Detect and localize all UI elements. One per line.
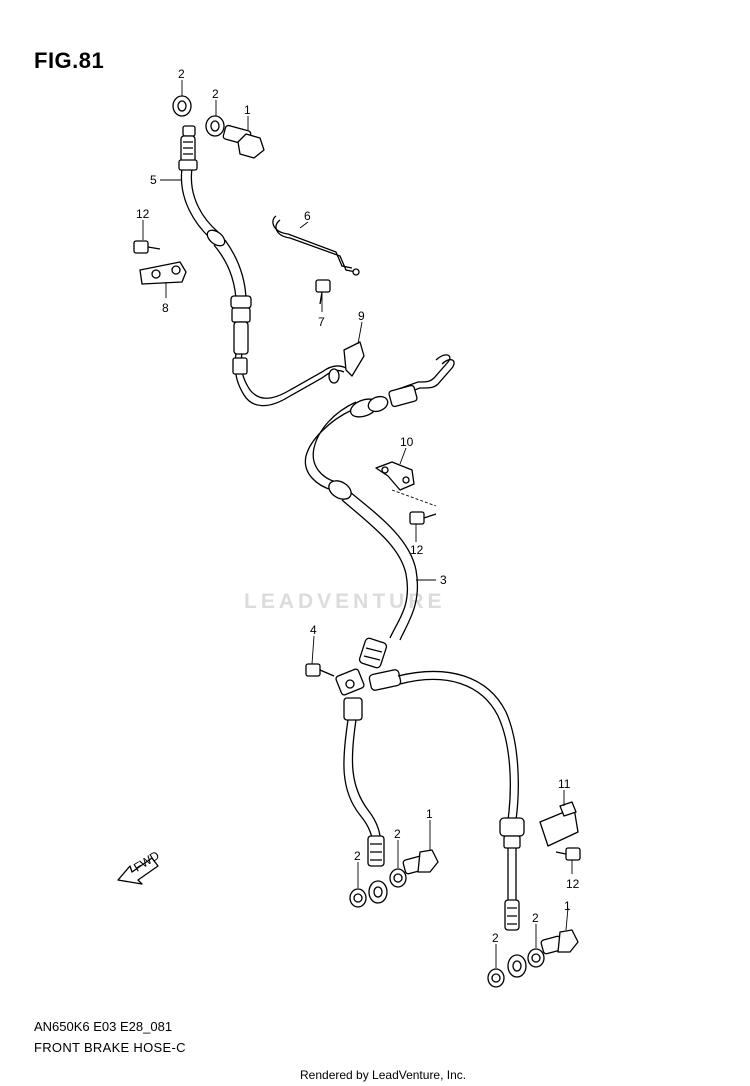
washer-right-2b[interactable] <box>527 948 545 968</box>
union-bolt-left[interactable] <box>402 849 439 875</box>
leader-lines <box>142 80 573 968</box>
callout-2: 2 <box>492 931 499 945</box>
upper-brake-hose[interactable] <box>178 125 347 407</box>
callout-1: 1 <box>564 899 571 913</box>
callout-6: 6 <box>304 209 311 223</box>
diagram-caption: FRONT BRAKE HOSE-C <box>34 1040 186 1055</box>
bolt-12-middle[interactable] <box>409 511 437 525</box>
callout-12: 12 <box>410 543 424 557</box>
callout-3: 3 <box>440 573 447 587</box>
callout-10: 10 <box>400 435 414 449</box>
brake-pipe-6[interactable] <box>272 215 360 276</box>
callout-2: 2 <box>212 87 219 101</box>
washer-top-right[interactable] <box>205 115 225 137</box>
model-code: AN650K6 E03 E28_081 <box>34 1019 173 1034</box>
callout-12: 12 <box>136 207 150 221</box>
union-bolt-right[interactable] <box>540 929 579 955</box>
render-credit: Rendered by LeadVenture, Inc. <box>300 1068 467 1082</box>
callout-9: 9 <box>358 309 365 323</box>
callout-labels: 2 2 1 5 12 8 6 7 9 10 12 3 4 11 12 1 2 2… <box>136 67 580 945</box>
bolt-4[interactable] <box>305 663 335 677</box>
callout-8: 8 <box>162 301 169 315</box>
watermark-text: LEADVENTURE <box>244 590 446 613</box>
hose-clamp-8[interactable] <box>139 261 187 285</box>
callout-7: 7 <box>318 315 325 329</box>
callout-2: 2 <box>532 911 539 925</box>
callout-2: 2 <box>354 849 361 863</box>
bolt-7[interactable] <box>315 279 331 305</box>
bolt-12-lower[interactable] <box>555 847 581 861</box>
clamp-10[interactable] <box>375 461 415 491</box>
middle-brake-hose[interactable] <box>304 354 455 669</box>
callout-2: 2 <box>178 67 185 81</box>
washer-right-2a[interactable] <box>487 968 505 988</box>
callout-5: 5 <box>150 173 157 187</box>
clamp-9[interactable] <box>343 341 365 377</box>
lower-brake-hoses[interactable] <box>335 668 527 978</box>
callout-1: 1 <box>244 103 251 117</box>
callout-11: 11 <box>558 777 571 791</box>
washer-top-left[interactable] <box>172 95 192 117</box>
callout-2: 2 <box>394 827 401 841</box>
figure-title: FIG.81 <box>34 48 105 73</box>
washer-left-2b[interactable] <box>389 868 407 888</box>
clamp-11[interactable] <box>539 801 579 847</box>
callout-12: 12 <box>566 877 580 891</box>
union-bolt-top[interactable] <box>222 124 265 159</box>
fwd-arrow-icon: FWD <box>117 848 162 885</box>
callout-4: 4 <box>310 623 317 637</box>
bolt-12-upper[interactable] <box>133 240 161 254</box>
washer-left-2a[interactable] <box>349 888 367 908</box>
callout-1: 1 <box>426 807 433 821</box>
